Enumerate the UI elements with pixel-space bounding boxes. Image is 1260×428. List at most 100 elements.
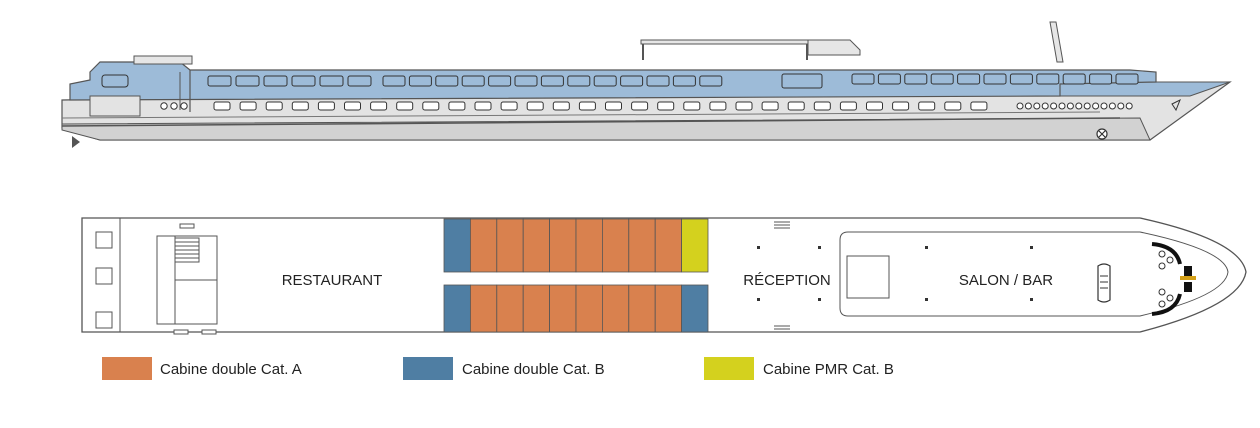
porthole <box>631 101 649 111</box>
legend-swatch-cat-b <box>403 357 453 380</box>
cabin-a[interactable] <box>654 218 683 273</box>
window <box>1062 73 1086 85</box>
porthole <box>370 101 388 111</box>
cabin-a[interactable] <box>496 218 524 273</box>
window <box>514 75 538 87</box>
propeller-icon <box>72 136 80 148</box>
aft-staircase <box>156 223 218 335</box>
label-restaurant: RESTAURANT <box>282 272 383 289</box>
cabin-a[interactable] <box>469 284 498 333</box>
deck-line <box>61 111 1101 119</box>
aft-deckhouse <box>133 55 193 65</box>
cabin-a[interactable] <box>628 218 656 273</box>
round-porthole <box>1100 102 1108 110</box>
window <box>319 75 344 87</box>
bar-counter <box>1097 263 1111 303</box>
round-porthole <box>1066 102 1074 110</box>
round-porthole <box>1117 102 1125 110</box>
window <box>1089 73 1113 85</box>
porthole <box>944 101 962 111</box>
cabin-a[interactable] <box>549 218 577 273</box>
porthole <box>239 101 257 111</box>
cabin-a[interactable] <box>469 218 498 273</box>
porthole <box>474 101 492 111</box>
cabin-a[interactable] <box>602 284 630 333</box>
porthole <box>500 101 518 111</box>
window <box>593 75 617 87</box>
cabin-a[interactable] <box>522 284 551 333</box>
window <box>347 75 372 87</box>
window <box>1036 73 1060 85</box>
porthole <box>735 101 753 111</box>
porthole <box>317 101 335 111</box>
window <box>567 75 591 87</box>
cabin-b[interactable] <box>443 218 471 273</box>
window <box>235 75 260 87</box>
porthole <box>683 101 701 111</box>
round-porthole <box>1033 102 1041 110</box>
porthole <box>761 101 779 111</box>
window <box>488 75 512 87</box>
cabin-b[interactable] <box>443 284 471 333</box>
porthole <box>578 101 596 111</box>
porthole <box>552 101 570 111</box>
porthole <box>892 101 910 111</box>
window <box>207 75 232 87</box>
window <box>620 75 644 87</box>
window <box>461 75 485 87</box>
reception-stairs-top <box>774 221 790 229</box>
round-porthole <box>160 102 168 110</box>
porthole <box>839 101 857 111</box>
window <box>904 73 928 85</box>
wheelhouse-top <box>807 39 861 56</box>
legend-swatch-cat-a <box>102 357 152 380</box>
cabin-a[interactable] <box>628 284 656 333</box>
porthole <box>344 101 361 111</box>
cabin-a[interactable] <box>496 284 524 333</box>
label-salon-bar: SALON / BAR <box>959 272 1053 289</box>
cabin-a[interactable] <box>602 218 630 273</box>
cabin-row-top <box>443 218 709 273</box>
round-porthole-row <box>160 102 1133 110</box>
upper-window-row <box>101 73 1139 89</box>
cabin-a[interactable] <box>549 284 577 333</box>
porthole <box>709 101 727 111</box>
round-porthole <box>1024 102 1032 110</box>
legend: Cabine double Cat. A Cabine double Cat. … <box>102 357 894 380</box>
porthole <box>396 101 414 111</box>
ship-side-profile <box>61 21 1232 148</box>
cabin-a[interactable] <box>654 284 683 333</box>
canopy-post <box>642 44 644 60</box>
cabin-pmr[interactable] <box>681 218 709 273</box>
porthole <box>291 101 309 111</box>
cabin-a[interactable] <box>575 284 603 333</box>
aft-hatch <box>95 267 113 285</box>
porthole <box>213 101 231 111</box>
label-reception: RÉCEPTION <box>743 272 831 289</box>
porthole <box>787 101 805 111</box>
window <box>101 74 129 88</box>
cabin-a[interactable] <box>522 218 551 273</box>
window <box>1115 73 1139 85</box>
window <box>930 73 954 85</box>
anchor-icon-cross <box>1098 130 1106 138</box>
window <box>851 73 875 85</box>
cabin-b[interactable] <box>681 284 709 333</box>
porthole <box>526 101 544 111</box>
porthole <box>657 101 675 111</box>
bow-flag-icon <box>1171 98 1181 112</box>
deck-outline <box>81 217 1247 333</box>
window <box>672 75 696 87</box>
canopy-post <box>806 44 808 60</box>
porthole <box>970 101 988 111</box>
window <box>646 75 670 87</box>
porthole <box>866 101 883 111</box>
aft-hatch <box>95 231 113 249</box>
bow-seating <box>1151 242 1196 316</box>
cabin-a[interactable] <box>575 218 603 273</box>
legend-label-cat-b: Cabine double Cat. B <box>462 361 605 378</box>
window <box>781 73 823 89</box>
round-porthole <box>1041 102 1049 110</box>
round-porthole <box>170 102 178 110</box>
